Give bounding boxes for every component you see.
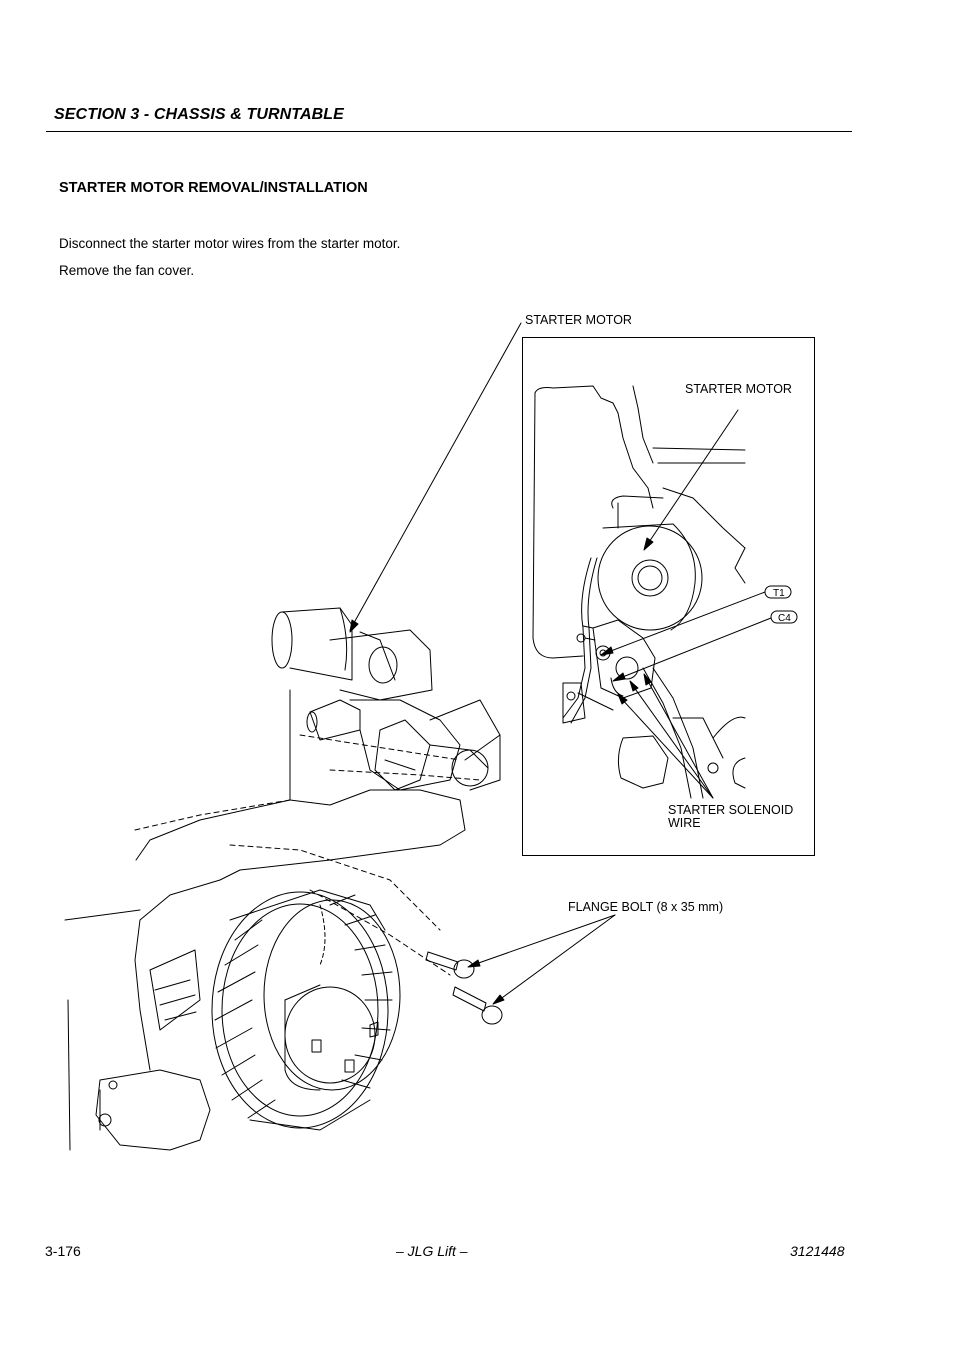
page-number: 3-176: [45, 1243, 81, 1259]
step-2-text: Remove the fan cover.: [59, 263, 195, 278]
inset-detail-box: T1 C4 STARTER MOTOR STARTER SOLENOID WIR…: [522, 337, 815, 856]
t1-tag: T1: [773, 588, 785, 599]
t1-tag-shape: [764, 585, 792, 599]
inset-illustration: [532, 385, 798, 799]
publisher-footer: – JLG Lift –: [396, 1243, 468, 1259]
document-number: 3121448: [790, 1243, 845, 1259]
flywheel-fan: [211, 889, 401, 1131]
starter-motor-inset-label: STARTER MOTOR: [685, 382, 792, 396]
header-rule: [46, 131, 852, 132]
c4-tag: C4: [778, 613, 791, 624]
procedure-heading: STARTER MOTOR REMOVAL/INSTALLATION: [59, 180, 368, 196]
engine-housing: [64, 689, 501, 1151]
starter-motor-drawing: [271, 607, 489, 791]
mounting-guide: [134, 734, 481, 976]
section-title: SECTION 3 - CHASSIS & TURNTABLE: [54, 106, 344, 123]
solenoid-label-line1: STARTER SOLENOID: [668, 803, 794, 817]
flange-bolts: [425, 951, 503, 1025]
leader-lines: [349, 322, 616, 1005]
flange-bolt-label: FLANGE BOLT (8 x 35 mm): [568, 900, 724, 914]
c4-tag-shape: [770, 610, 798, 624]
solenoid-label-line2: WIRE: [668, 816, 701, 830]
starter-motor-main-label: STARTER MOTOR: [525, 313, 632, 327]
step-1-text: Disconnect the starter motor wires from …: [59, 236, 401, 251]
